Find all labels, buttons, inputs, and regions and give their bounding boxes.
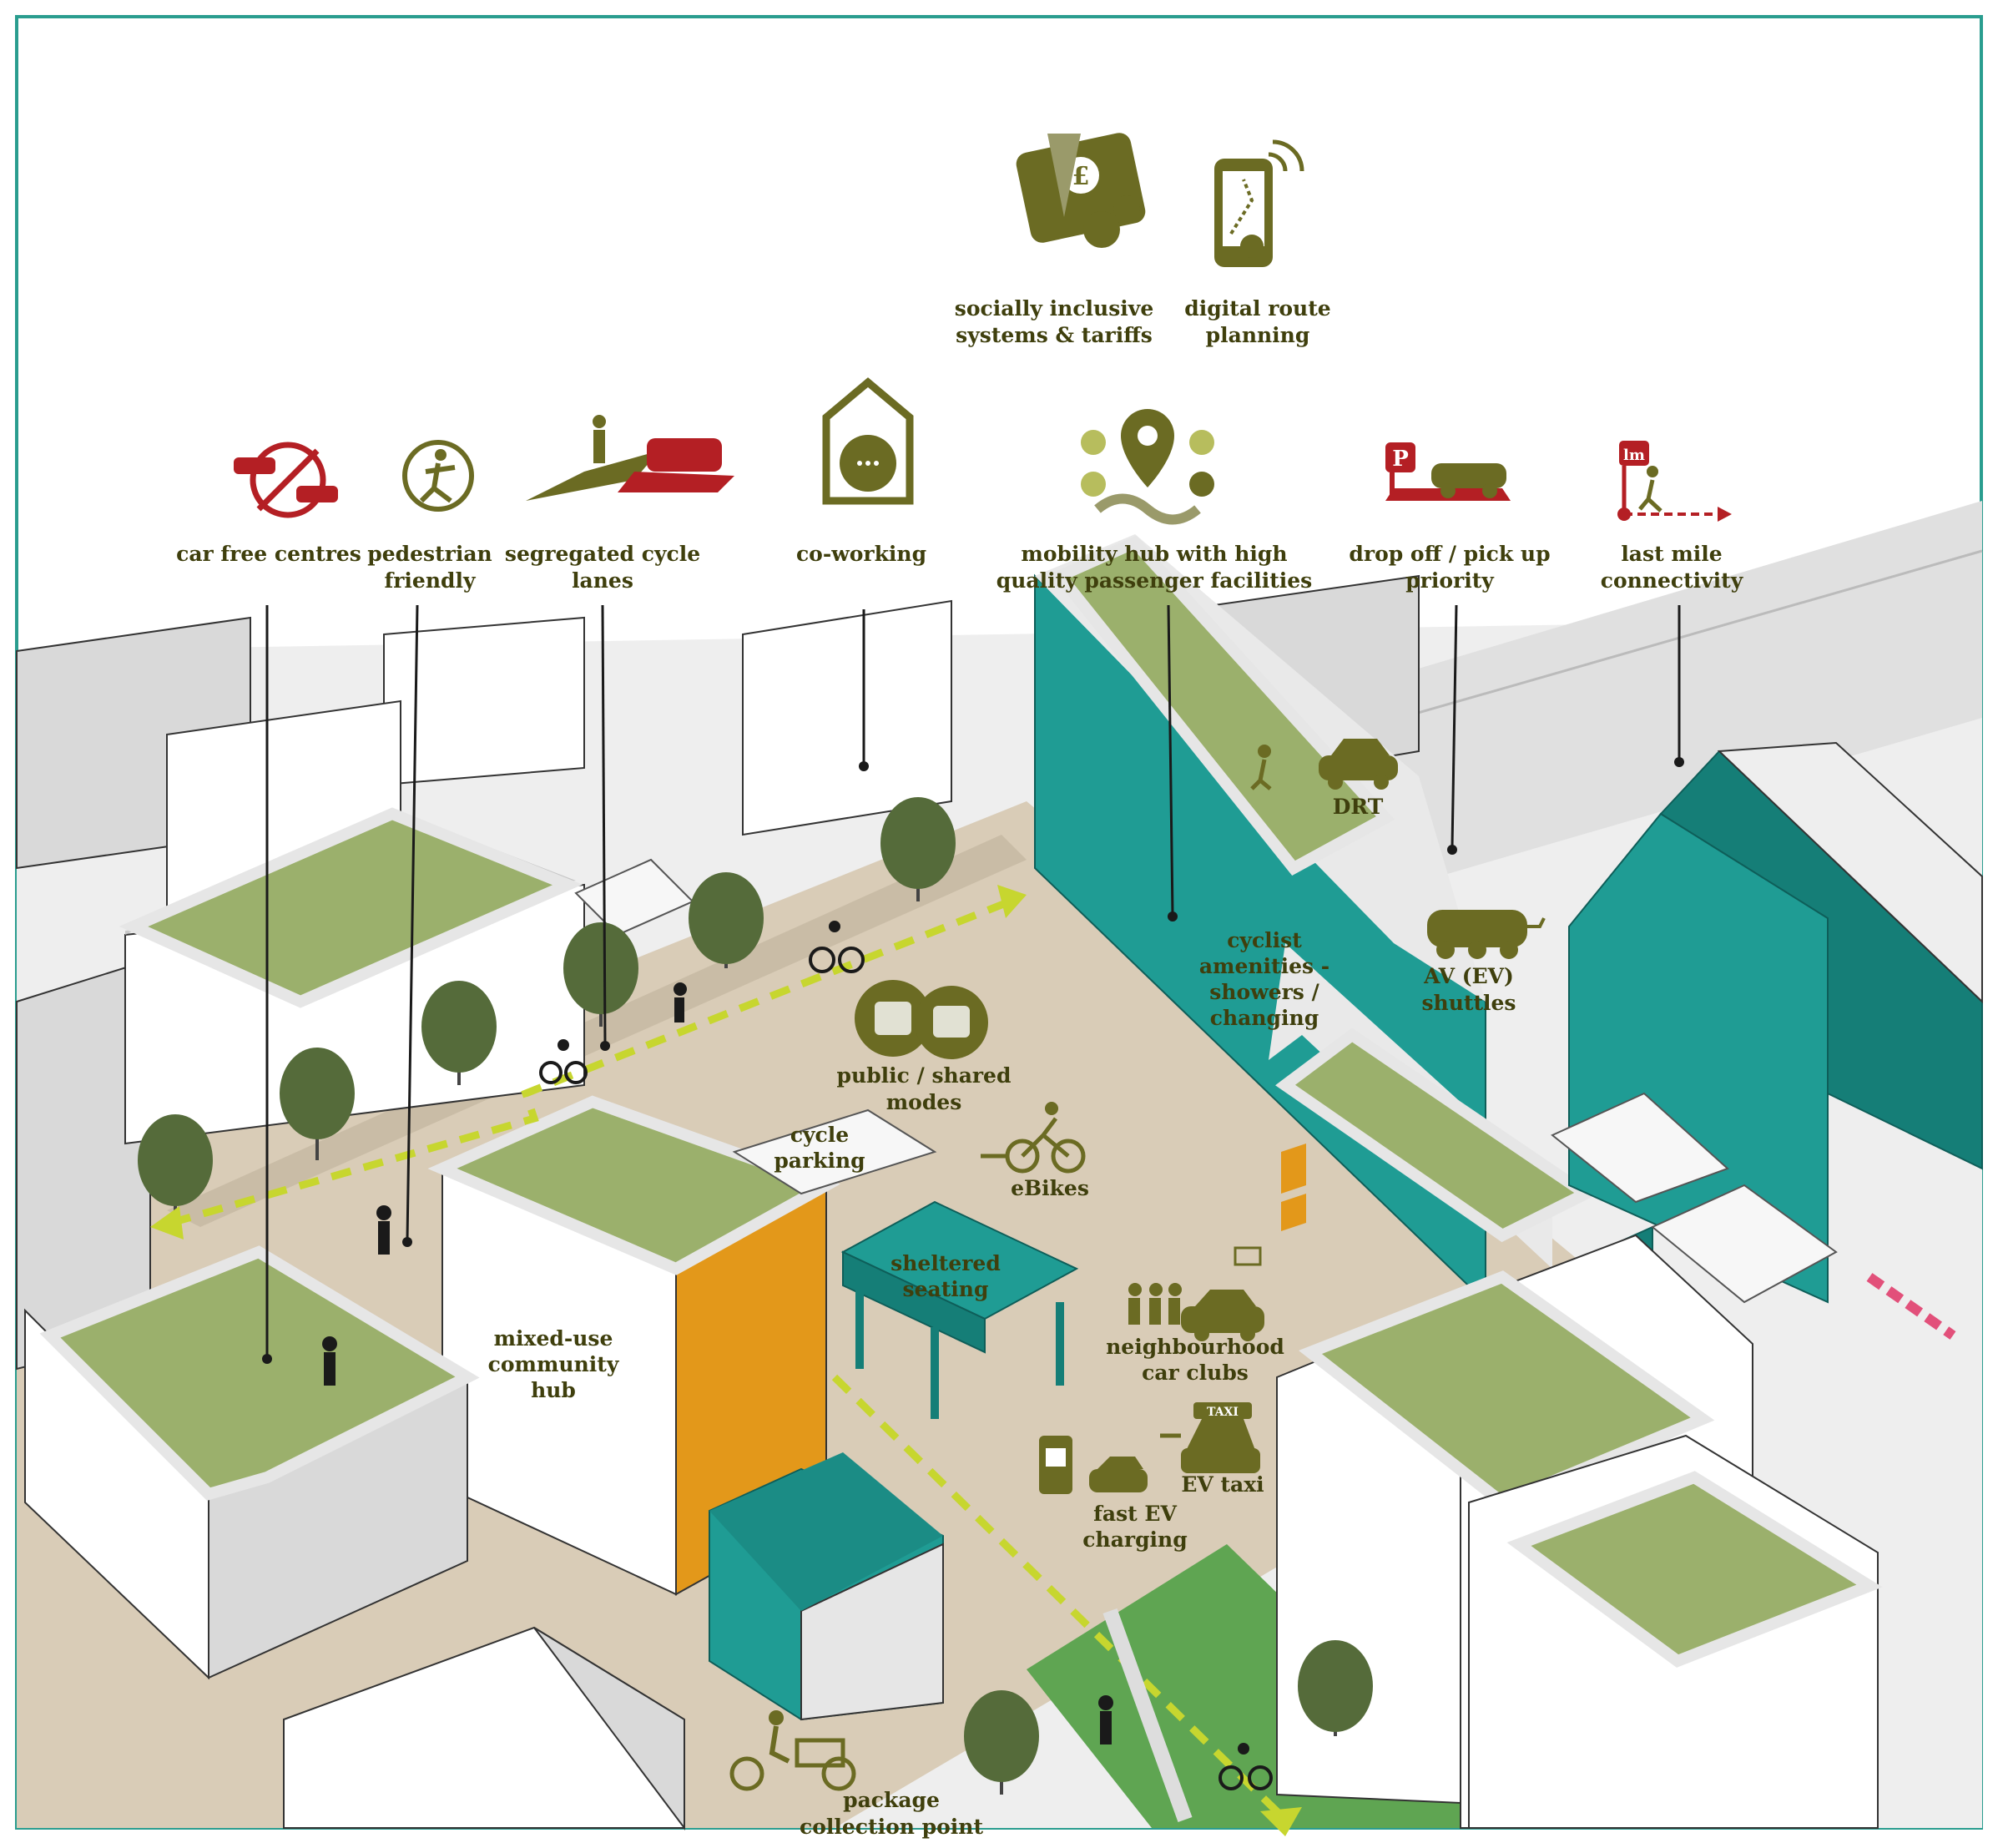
label-package-2: collection point bbox=[800, 1815, 983, 1839]
label-pedestrian-1: pedestrian bbox=[367, 542, 492, 566]
label-co-working: co-working bbox=[796, 542, 926, 566]
tree bbox=[964, 1690, 1039, 1795]
label-drop-off-1: drop off / pick up bbox=[1349, 542, 1550, 566]
pedestrian-icon bbox=[402, 440, 474, 512]
label-socially-inclusive-1: socially inclusive bbox=[955, 296, 1153, 321]
label-ebikes: eBikes bbox=[1011, 1176, 1089, 1200]
tariff-coins-icon: £ bbox=[1016, 133, 1146, 248]
svg-text:£: £ bbox=[1072, 162, 1090, 191]
av-shuttle-icon bbox=[1427, 910, 1546, 959]
mobility-hub-pin-icon bbox=[1081, 409, 1214, 525]
tree bbox=[880, 797, 956, 901]
tree bbox=[280, 1048, 355, 1160]
tree bbox=[563, 922, 638, 1027]
label-cycle-lanes-2: lanes bbox=[572, 568, 633, 593]
label-cycle-lanes-1: segregated cycle bbox=[505, 542, 700, 566]
feature-icons: P lm bbox=[234, 377, 1732, 525]
svg-text:lm: lm bbox=[1623, 447, 1645, 464]
sheltered-seating-canopy bbox=[840, 1200, 1079, 1419]
cargo-bike-icon bbox=[729, 1710, 856, 1791]
drop-off-icon: P bbox=[1385, 442, 1511, 501]
routes bbox=[150, 885, 1956, 1836]
label-fast-ev-1: fast EV bbox=[1093, 1502, 1177, 1526]
route-arrow-east bbox=[997, 885, 1027, 918]
cycle-route-south bbox=[831, 1374, 1289, 1823]
drt-car-icon bbox=[1250, 739, 1398, 790]
label-cyclist-3: showers / bbox=[1209, 980, 1319, 1004]
car-club-icon bbox=[1128, 1246, 1264, 1341]
label-last-mile-2: connectivity bbox=[1601, 568, 1744, 593]
bus-train-icon bbox=[855, 980, 988, 1059]
label-ev-taxi: EV taxi bbox=[1181, 1472, 1264, 1497]
tree bbox=[138, 1114, 213, 1210]
building-southwest bbox=[24, 1245, 480, 1680]
scene-icons: TAXI bbox=[322, 739, 1546, 1791]
top-icons: £ bbox=[1016, 133, 1304, 267]
label-last-mile-1: last mile bbox=[1621, 542, 1722, 566]
route-arrow-south bbox=[1260, 1807, 1302, 1836]
label-fast-ev-2: charging bbox=[1082, 1527, 1187, 1552]
label-cycle-parking-1: cycle bbox=[790, 1123, 849, 1147]
label-cyclist-1: cyclist bbox=[1227, 928, 1302, 952]
pink-exit-arrow bbox=[1866, 1273, 1956, 1340]
label-mobility-hub-1: mobility hub with high bbox=[1021, 542, 1287, 566]
label-drt: DRT bbox=[1333, 795, 1384, 819]
tree bbox=[689, 872, 764, 968]
car-free-icon bbox=[234, 442, 338, 518]
building-southeast bbox=[1276, 1234, 1883, 1829]
teal-kiosk bbox=[709, 1452, 944, 1721]
ev-taxi-icon: TAXI bbox=[1160, 1402, 1260, 1473]
ebike-icon bbox=[981, 1102, 1086, 1174]
label-drop-off-2: priority bbox=[1405, 568, 1495, 593]
label-cycle-parking-2: parking bbox=[774, 1149, 865, 1173]
label-digital-route-2: planning bbox=[1206, 323, 1310, 347]
phone-route-icon bbox=[1214, 139, 1304, 267]
label-cyclist-4: changing bbox=[1210, 1006, 1319, 1030]
svg-text:P: P bbox=[1392, 447, 1409, 472]
label-av-1: AV (EV) bbox=[1423, 964, 1514, 988]
label-public-2: modes bbox=[886, 1090, 962, 1114]
feature-labels: car free centres pedestrian friendly seg… bbox=[176, 542, 1744, 593]
svg-text:TAXI: TAXI bbox=[1207, 1406, 1239, 1419]
scene-labels: DRT AV (EV) shuttles cyclist amenities -… bbox=[488, 795, 1516, 1839]
label-mobility-hub-2: quality passenger facilities bbox=[996, 568, 1313, 593]
label-pedestrian-2: friendly bbox=[384, 568, 476, 593]
last-mile-icon: lm bbox=[1617, 441, 1732, 522]
pedestrian-figures-icon bbox=[322, 982, 1113, 1744]
label-digital-route-1: digital route bbox=[1184, 296, 1330, 321]
label-mixed-use-1: mixed-use bbox=[494, 1326, 613, 1351]
label-cyclist-2: amenities - bbox=[1199, 954, 1329, 978]
label-av-2: shuttles bbox=[1421, 991, 1516, 1015]
co-working-icon bbox=[822, 377, 914, 505]
tree bbox=[421, 981, 497, 1085]
cyclist-icon bbox=[539, 921, 1273, 1790]
tree bbox=[1298, 1640, 1373, 1736]
label-mixed-use-2: community bbox=[488, 1352, 620, 1376]
label-car-clubs-2: car clubs bbox=[1142, 1361, 1249, 1385]
ev-charger-icon bbox=[1039, 1436, 1148, 1494]
label-socially-inclusive-2: systems & tariffs bbox=[956, 323, 1153, 347]
cycle-lane-icon bbox=[526, 415, 734, 501]
route-arrow-west bbox=[150, 1206, 184, 1240]
label-sheltered-2: seating bbox=[903, 1277, 989, 1301]
label-mixed-use-3: hub bbox=[531, 1378, 576, 1402]
building-northwest bbox=[119, 807, 585, 1145]
label-car-free: car free centres bbox=[176, 542, 361, 566]
label-car-clubs-1: neighbourhood bbox=[1106, 1335, 1284, 1359]
label-package-1: package bbox=[843, 1788, 940, 1812]
top-labels: socially inclusive systems & tariffs dig… bbox=[955, 296, 1331, 347]
label-public-1: public / shared bbox=[837, 1063, 1012, 1088]
street-trees bbox=[138, 797, 1373, 1795]
pedestrian-path-arrow bbox=[1102, 1608, 1193, 1823]
label-sheltered-1: sheltered bbox=[891, 1251, 1001, 1275]
building-south-low bbox=[283, 1626, 685, 1830]
building-mobility-hub bbox=[1034, 534, 1653, 1421]
leader-lines bbox=[262, 604, 1684, 1364]
